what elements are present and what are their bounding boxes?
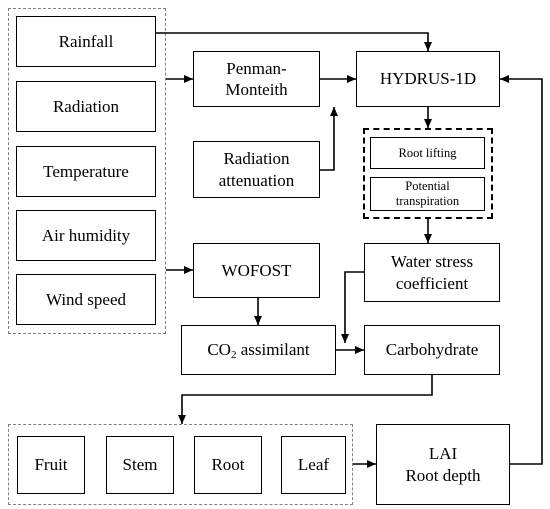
co2-suffix: assimilant — [236, 340, 310, 360]
arrow-attenuation-to-hydrus — [320, 107, 338, 171]
air-humidity-box: Air humidity — [16, 210, 156, 261]
arrow-waterstress-to-junction — [341, 271, 364, 343]
radiation-attenuation-line2: attenuation — [218, 170, 295, 190]
temperature-box: Temperature — [16, 146, 156, 197]
fruit-box: Fruit — [17, 436, 85, 494]
potential-transpiration-line2: transpiration — [395, 194, 460, 208]
weather-inputs-group — [8, 8, 166, 334]
root-lifting-label: Root lifting — [398, 145, 457, 160]
carbohydrate-box: Carbohydrate — [364, 325, 500, 375]
carbohydrate-label: Carbohydrate — [385, 340, 479, 360]
air-humidity-label: Air humidity — [41, 225, 131, 245]
stem-label: Stem — [122, 455, 158, 475]
co2-prefix: CO — [207, 340, 231, 360]
radiation-label: Radiation — [52, 96, 120, 116]
rainfall-label: Rainfall — [58, 31, 114, 51]
transpiration-group — [363, 128, 493, 219]
water-stress-line2: coefficient — [395, 273, 469, 293]
leaf-label: Leaf — [297, 455, 330, 475]
root-label: Root — [211, 455, 245, 475]
root-lifting-box: Root lifting — [370, 137, 485, 169]
hydrus-1d-label: HYDRUS-1D — [379, 69, 477, 89]
arrow-lai-to-hydrus — [500, 75, 543, 465]
leaf-box: Leaf — [281, 436, 346, 494]
water-stress-line1: Water stress — [390, 252, 474, 272]
penman-monteith-box: Penman- Monteith — [193, 51, 320, 107]
wofost-label: WOFOST — [221, 260, 292, 280]
wofost-box: WOFOST — [193, 243, 320, 298]
plant-organs-group — [8, 424, 353, 505]
radiation-box: Radiation — [16, 81, 156, 132]
stem-box: Stem — [106, 436, 174, 494]
temperature-label: Temperature — [43, 161, 129, 181]
co2-subscript: 2 — [230, 349, 237, 362]
lai-line1: LAI — [428, 444, 458, 464]
potential-transpiration-box: Potential transpiration — [370, 177, 485, 211]
radiation-attenuation-box: Radiation attenuation — [193, 141, 320, 198]
co2-assimilant-box: CO2 assimilant — [181, 325, 336, 375]
arrow-carbohydrate-to-organs — [178, 375, 433, 424]
penman-monteith-line2: Monteith — [225, 80, 288, 99]
potential-transpiration-line1: Potential — [405, 179, 450, 193]
water-stress-coefficient-box: Water stress coefficient — [364, 243, 500, 302]
lai-root-depth-box: LAI Root depth — [376, 424, 510, 505]
rainfall-box: Rainfall — [16, 16, 156, 67]
wind-speed-box: Wind speed — [16, 274, 156, 325]
fruit-label: Fruit — [34, 455, 68, 475]
lai-line2: Root depth — [405, 465, 481, 485]
co2-assimilant-label: CO2 assimilant — [207, 339, 310, 362]
arrow-rainfall-to-hydrus — [156, 32, 432, 51]
penman-monteith-line1: Penman- — [226, 58, 287, 78]
hydrus-1d-box: HYDRUS-1D — [356, 51, 500, 107]
wind-speed-label: Wind speed — [45, 289, 127, 309]
radiation-attenuation-line1: Radiation — [223, 149, 290, 169]
root-box: Root — [194, 436, 262, 494]
